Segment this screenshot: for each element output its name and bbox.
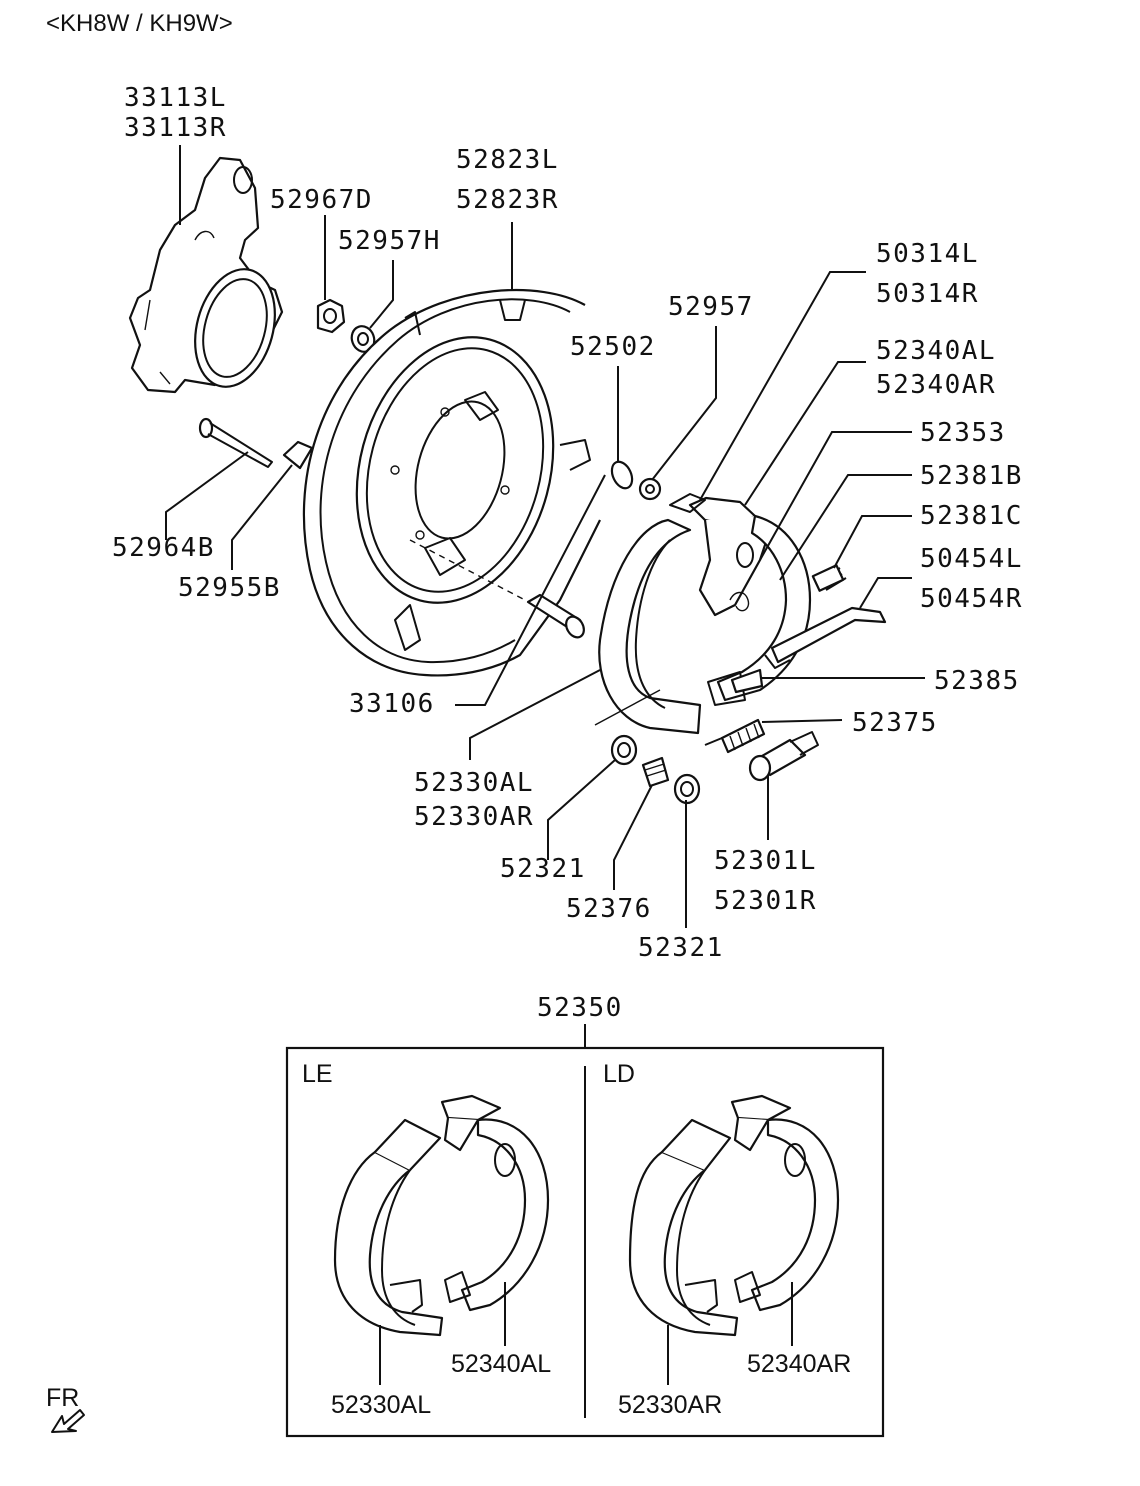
orientation-label: FR <box>46 1384 79 1412</box>
label-adjuster-link-r: 50454R <box>920 584 1023 614</box>
label-retainer: 52957 <box>668 292 754 322</box>
label-nut: 52967D <box>270 185 373 215</box>
label-shoe-lh-r: 52330AR <box>414 802 534 832</box>
label-backing-plate-r: 52823R <box>456 185 559 215</box>
label-spring-52385: 52385 <box>934 666 1020 696</box>
knuckle-drawing <box>128 156 284 394</box>
kit-right-part-rh: 52340AR <box>747 1350 851 1378</box>
label-plug: 52502 <box>570 332 656 362</box>
kit-right-part-lh: 52330AR <box>618 1391 722 1419</box>
label-cup-b: 52321 <box>638 933 724 963</box>
kit-left-label: LE <box>302 1060 333 1088</box>
label-hub-bolt: 33106 <box>349 689 435 719</box>
label-adjuster-r: 52301R <box>714 886 817 916</box>
label-pin: 52955B <box>178 573 281 603</box>
kit-left-part-lh: 52330AL <box>331 1391 431 1419</box>
label-cup-a: 52321 <box>500 854 586 884</box>
leader-hub-bolt <box>455 474 606 706</box>
leader-pin <box>231 464 293 570</box>
leader-shoe-lh <box>469 669 601 760</box>
label-nut-washer: 52957H <box>338 226 441 256</box>
label-lever-r: 50314R <box>876 279 979 309</box>
springs-drawing <box>594 564 887 805</box>
plug-drawing <box>610 460 634 490</box>
retainer-drawing <box>638 477 662 501</box>
leader-spring-b <box>779 474 912 581</box>
label-spring-c: 52381C <box>920 501 1023 531</box>
leader-cup-a <box>547 759 616 860</box>
label-bolt: 52964B <box>112 533 215 563</box>
leader-strut <box>759 431 912 561</box>
front-arrow-icon <box>51 1409 85 1433</box>
leader-nut-washer <box>369 260 394 329</box>
pin-drawing <box>282 440 314 470</box>
label-strut: 52353 <box>920 418 1006 448</box>
leader-lever <box>699 271 866 501</box>
nut-drawing <box>316 298 346 334</box>
kit-left-shoes-drawing <box>333 1094 550 1337</box>
leader-adjuster-link <box>859 577 912 609</box>
label-backing-plate-l: 52823L <box>456 145 559 175</box>
leader-bolt <box>165 451 249 540</box>
label-knuckle-r: 33113R <box>124 113 227 143</box>
kit-right-shoes-drawing <box>628 1094 840 1337</box>
leader-spring-52375 <box>761 719 843 723</box>
leader-spring-c <box>833 515 912 569</box>
label-hold-spring: 52376 <box>566 894 652 924</box>
label-shoe-rh-r: 52340AR <box>876 370 996 400</box>
kit-box <box>285 1046 885 1438</box>
label-adjuster-link-l: 50454L <box>920 544 1023 574</box>
label-adjuster-l: 52301L <box>714 846 817 876</box>
leader-retainer <box>651 326 717 481</box>
label-spring-b: 52381B <box>920 461 1023 491</box>
label-shoe-rh-l: 52340AL <box>876 336 996 366</box>
label-lever-l: 50314L <box>876 239 979 269</box>
backing-plate-drawing <box>302 288 601 677</box>
leader-hold-spring <box>613 784 653 890</box>
label-knuckle-l: 33113L <box>124 83 227 113</box>
model-code-header: <KH8W / KH9W> <box>46 10 233 37</box>
bolt-drawing <box>198 417 273 468</box>
label-spring-52375: 52375 <box>852 708 938 738</box>
hub-bolt-drawing <box>409 539 585 639</box>
label-shoe-lh-l: 52330AL <box>414 768 534 798</box>
kit-right-label: LD <box>603 1060 635 1088</box>
kit-left-part-rh: 52340AL <box>451 1350 551 1378</box>
label-kit-number: 52350 <box>537 993 623 1023</box>
leader-shoe-rh <box>744 361 866 506</box>
shoe-assembly-drawing <box>598 493 812 735</box>
